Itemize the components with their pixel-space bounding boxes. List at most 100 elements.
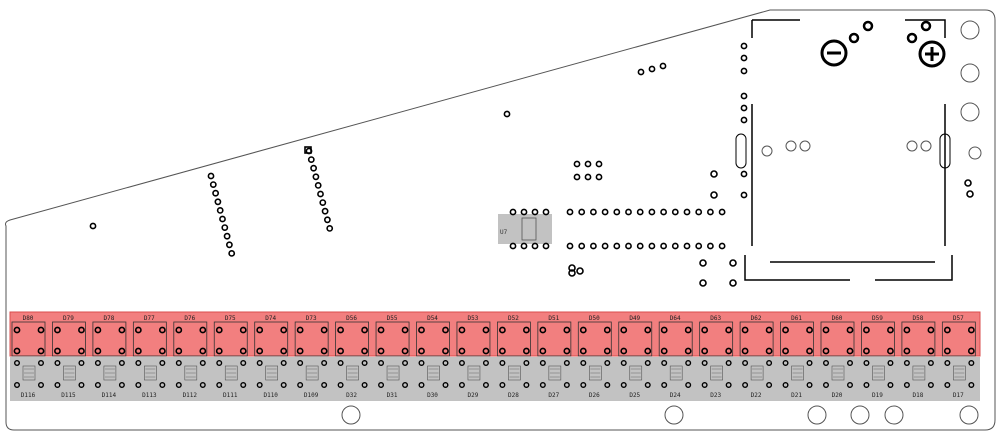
resistor-label: D21 — [791, 392, 802, 399]
led-pad — [806, 326, 813, 334]
led-pad — [37, 326, 45, 334]
mounting-hole — [850, 405, 870, 425]
led-outline — [294, 321, 329, 357]
led-highlight-strip — [9, 311, 981, 357]
led-pad — [458, 326, 466, 334]
led-label: D62 — [751, 315, 762, 322]
via-pad — [740, 42, 748, 50]
mounting-hole — [960, 63, 980, 83]
via-pad — [648, 65, 656, 73]
via-pad — [223, 232, 231, 240]
resistor-pad — [725, 382, 732, 389]
resistor-pad — [782, 382, 789, 389]
resistor-footprint: D22 — [742, 360, 773, 399]
via-pad — [625, 242, 632, 250]
led-label: D53 — [468, 315, 479, 322]
resistor-pad — [361, 360, 368, 367]
led-footprint: D52 — [496, 315, 531, 357]
led-pad — [863, 326, 870, 334]
via-pad — [966, 190, 974, 198]
resistor-label: D109 — [304, 392, 319, 399]
resistor-pad — [78, 382, 85, 389]
plus-terminal-icon — [918, 40, 946, 68]
led-pad — [563, 347, 571, 355]
resistor-pad — [620, 360, 627, 367]
resistor-pad — [685, 360, 692, 367]
led-label: D75 — [225, 315, 236, 322]
led-pad — [660, 326, 668, 334]
led-footprint: D73 — [294, 315, 329, 357]
mounting-hole — [960, 102, 980, 122]
via-pad — [576, 267, 584, 275]
resistor-pad — [539, 382, 546, 389]
resistor-body — [184, 365, 198, 381]
resistor-pad — [580, 382, 587, 389]
via-pad — [601, 242, 609, 250]
led-pad — [782, 326, 789, 334]
resistor-pad — [361, 382, 368, 389]
led-pad — [78, 326, 85, 334]
resistor-pad — [604, 360, 611, 367]
via-pad — [219, 215, 226, 223]
resistor-pad — [742, 382, 749, 389]
via-pad — [710, 191, 718, 199]
resistor-footprint: D32 — [337, 360, 368, 399]
resistor-label: D110 — [263, 392, 278, 399]
led-label: D51 — [548, 315, 559, 322]
resistor-pad — [563, 360, 570, 367]
via-pad — [683, 242, 691, 250]
led-pad — [401, 347, 409, 355]
resistor-pad — [701, 382, 708, 389]
resistor-pad — [661, 360, 668, 367]
resistor-pad — [523, 382, 530, 389]
via-pad — [216, 206, 224, 214]
led-pad — [280, 347, 288, 355]
resistor-body — [265, 365, 279, 381]
led-pad — [256, 326, 264, 334]
led-pad — [175, 326, 183, 334]
mounting-hole — [799, 140, 811, 152]
led-pad — [765, 347, 773, 355]
resistor-pad — [297, 360, 304, 367]
led-pad — [134, 347, 142, 355]
led-pad — [523, 326, 530, 334]
led-pad — [603, 347, 611, 355]
resistor-body — [872, 365, 885, 381]
resistor-pad — [863, 360, 870, 367]
resistor-footprint: D25 — [620, 360, 651, 399]
resistor-label: D111 — [223, 392, 238, 399]
resistor-label: D28 — [508, 392, 519, 399]
led-pad — [822, 347, 830, 355]
led-label: D64 — [670, 315, 681, 322]
via-pad — [221, 224, 229, 231]
led-pad — [563, 326, 571, 334]
via-pad — [228, 249, 236, 257]
resistor-label: D24 — [670, 392, 681, 399]
led-outline — [132, 321, 167, 357]
via-pad — [699, 259, 707, 267]
resistor-pad — [159, 360, 166, 367]
led-pad — [280, 326, 288, 334]
resistor-pad — [499, 382, 506, 389]
resistor-body — [669, 365, 683, 381]
led-pad — [118, 347, 126, 355]
led-outline — [941, 321, 976, 357]
resistor-pad — [418, 360, 425, 367]
via-pad — [584, 173, 592, 181]
mounting-hole — [884, 405, 904, 425]
via-pad — [699, 279, 707, 287]
resistor-footprint: D115 — [54, 360, 85, 399]
led-pad — [903, 347, 911, 355]
resistor-pad — [199, 360, 206, 367]
terminal-pad — [920, 20, 932, 32]
resistor-body — [386, 365, 400, 381]
resistor-body — [508, 365, 521, 381]
via-pad — [319, 199, 327, 206]
resistor-pad — [13, 382, 20, 389]
resistor-label: D115 — [61, 392, 76, 399]
led-outline — [92, 321, 127, 357]
resistor-footprint: D112 — [175, 360, 206, 399]
resistor-footprint: D114 — [94, 360, 125, 399]
resistor-footprint: D19 — [863, 360, 894, 399]
